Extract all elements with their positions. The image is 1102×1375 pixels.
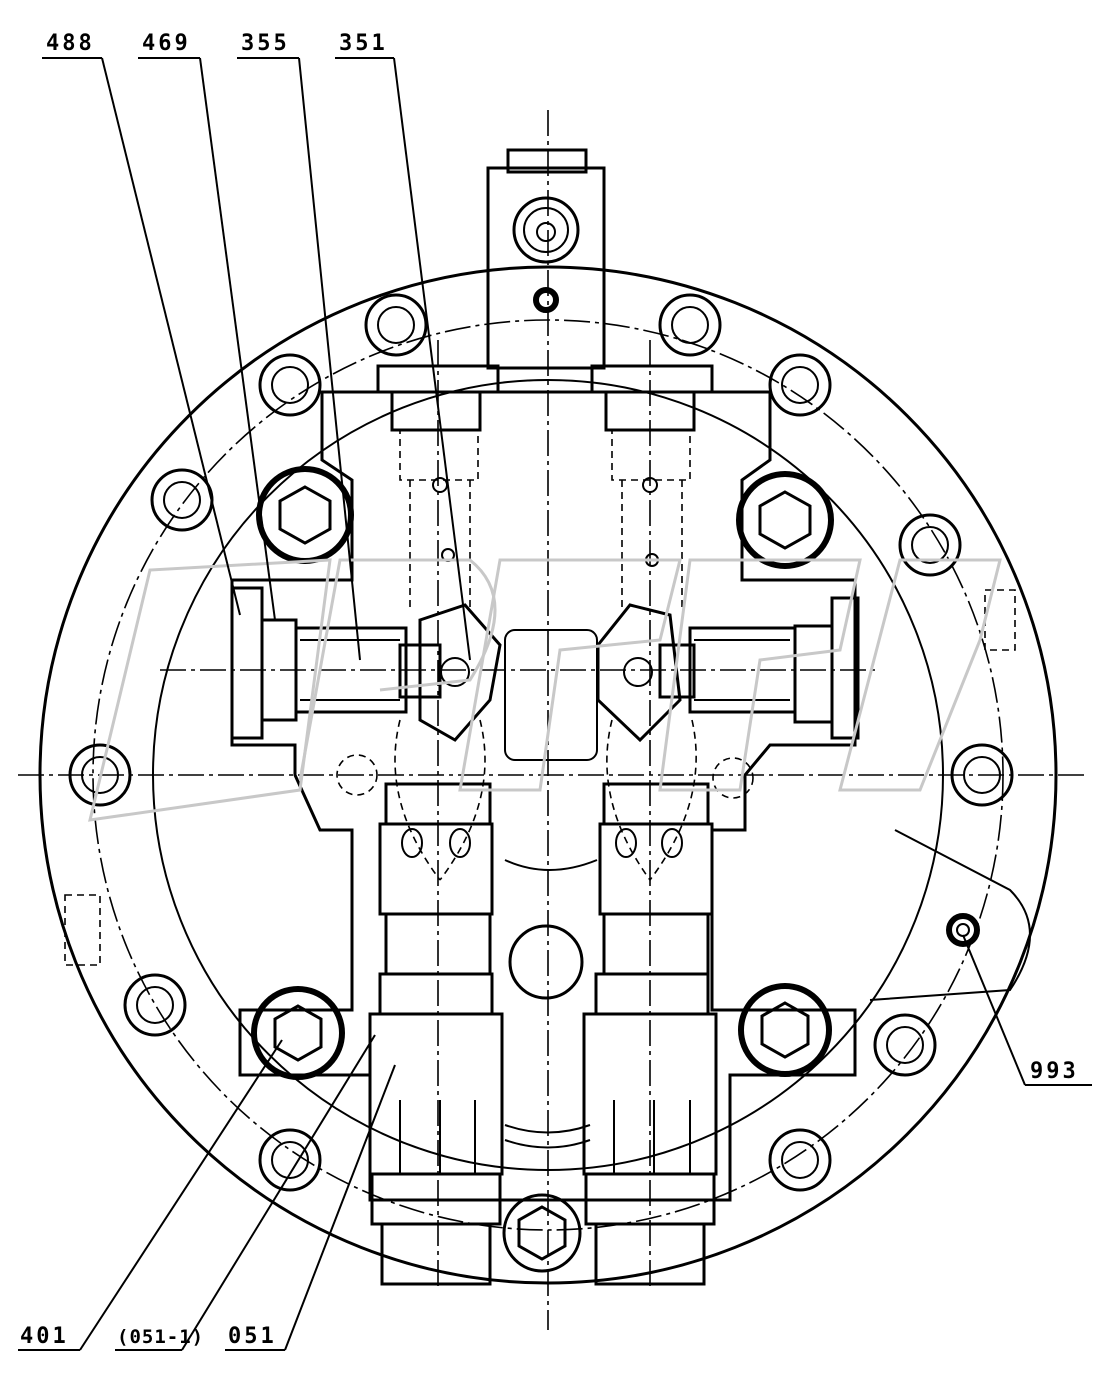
bolt-hole xyxy=(898,513,962,577)
bolt-hole xyxy=(768,353,832,417)
bolt-hole xyxy=(950,743,1014,807)
hex-plug-bottom-right xyxy=(738,983,832,1077)
center-port xyxy=(502,924,591,1273)
left-relief-valve xyxy=(368,782,504,1286)
pin-right xyxy=(712,757,754,799)
left-spool-assembly xyxy=(230,586,502,742)
bolt-hole xyxy=(150,468,214,532)
bolt-hole xyxy=(768,1128,832,1192)
callout-488: 488 xyxy=(46,31,95,56)
valve-body xyxy=(230,390,857,1202)
bolt-hole xyxy=(658,293,722,357)
callout-355: 355 xyxy=(241,31,290,56)
right-spool-assembly xyxy=(596,596,860,743)
right-relief-valve xyxy=(582,782,718,1286)
top-plug-right xyxy=(590,364,714,493)
callout-051: 051 xyxy=(228,1324,277,1349)
callout-051-1: (051-1) xyxy=(117,1326,204,1348)
callout-351: 351 xyxy=(339,31,388,56)
plug-993 xyxy=(869,829,1031,1001)
hex-plug-top-left xyxy=(256,466,354,564)
bolt-hole xyxy=(873,1013,937,1077)
top-bracket xyxy=(486,148,606,370)
lug-left xyxy=(64,894,101,966)
callout-469: 469 xyxy=(142,31,191,56)
callout-993: 993 xyxy=(1030,1059,1079,1084)
bolt-hole xyxy=(258,1128,322,1192)
lug-right xyxy=(984,589,1016,651)
bolt-hole xyxy=(258,353,322,417)
top-plug-left xyxy=(376,364,500,493)
hidden-passages xyxy=(394,480,697,881)
leader-lines xyxy=(18,57,1092,1351)
pin-left xyxy=(336,754,378,796)
bolt-hole xyxy=(123,973,187,1037)
callout-401: 401 xyxy=(20,1324,69,1349)
hex-plug-top-right xyxy=(736,471,834,569)
bolt-hole xyxy=(364,293,428,357)
watermark xyxy=(88,558,1002,822)
hex-plug-bottom-left xyxy=(251,986,345,1080)
bolt-hole xyxy=(68,743,132,807)
